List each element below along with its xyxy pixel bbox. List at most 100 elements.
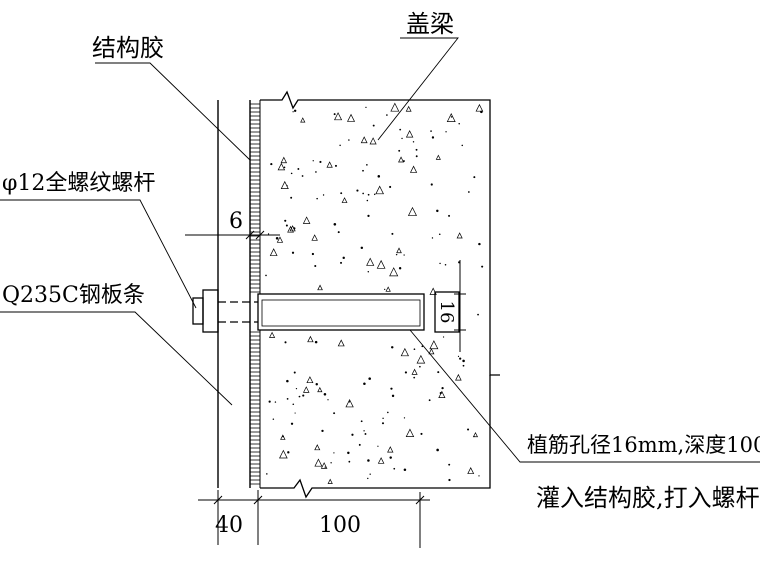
concrete-speckle <box>268 400 271 403</box>
concrete-speckle <box>375 185 384 195</box>
concrete-speckle <box>385 286 391 292</box>
concrete-speckle <box>448 214 451 217</box>
concrete-speckle <box>284 219 287 222</box>
concrete-speckle <box>337 339 345 347</box>
concrete-speckle <box>286 398 289 400</box>
steel-plate-label: Q235C钢板条 <box>2 283 145 308</box>
concrete-speckle <box>405 130 414 138</box>
concrete-speckle <box>391 394 395 398</box>
concrete-speckle <box>462 364 465 367</box>
concrete-speckle <box>268 331 276 338</box>
concrete-speckle <box>363 382 366 386</box>
concrete-speckle <box>396 247 402 254</box>
concrete-speckle <box>391 346 394 349</box>
concrete-speckle <box>369 137 377 145</box>
concrete-speckle <box>420 432 423 435</box>
concrete-speckle <box>377 457 385 464</box>
concrete-speckle <box>413 348 416 351</box>
concrete-speckle <box>404 371 408 374</box>
concrete-speckle <box>439 262 441 265</box>
concrete-speckle <box>348 400 351 403</box>
concrete-speckle <box>292 111 294 113</box>
concrete-speckle <box>312 160 314 162</box>
concrete-speckle <box>441 386 444 390</box>
concrete-speckle <box>462 359 465 363</box>
concrete-speckle <box>347 451 350 455</box>
concrete-speckle <box>348 139 350 141</box>
concrete-speckle <box>266 473 268 475</box>
concrete-speckle <box>333 223 337 226</box>
concrete-speckle <box>436 209 439 213</box>
concrete-speckle <box>287 225 294 233</box>
concrete-speckle <box>419 365 421 368</box>
concrete-speckle <box>279 449 288 459</box>
concrete-speckle <box>405 105 412 112</box>
concrete-speckle <box>405 428 415 437</box>
concrete-speckle <box>457 355 460 357</box>
concrete-speckle <box>314 340 318 344</box>
concrete-speckle <box>395 253 398 256</box>
concrete-speckle <box>389 267 399 277</box>
concrete-speckle <box>347 113 356 122</box>
concrete-speckle <box>286 185 288 187</box>
concrete-speckle <box>285 224 288 227</box>
concrete-speckle <box>320 462 328 469</box>
concrete-speckle <box>367 214 370 217</box>
concrete-speckle <box>333 412 336 415</box>
concrete-speckle <box>431 237 434 239</box>
concrete-speckle <box>314 458 323 467</box>
concrete-speckle <box>348 460 351 463</box>
concrete-speckle <box>287 451 290 454</box>
concrete-speckle <box>302 394 305 397</box>
concrete-speckle <box>293 371 296 374</box>
concrete-speckle <box>362 169 364 172</box>
concrete-speckle <box>272 418 275 420</box>
concrete-speckle <box>322 194 325 196</box>
concrete-speckle <box>311 252 315 256</box>
concrete-speckle <box>317 284 323 291</box>
concrete-speckle <box>430 183 433 186</box>
concrete-speckle <box>363 430 365 432</box>
concrete-speckle <box>456 232 463 239</box>
concrete-speckle <box>435 154 441 160</box>
concrete-speckle <box>265 274 267 277</box>
concrete-speckle <box>365 106 367 109</box>
concrete-speckle <box>367 477 369 480</box>
bolt <box>192 289 258 333</box>
concrete-speckle <box>324 466 326 468</box>
concrete-speckle <box>377 445 379 447</box>
concrete-speckle <box>445 131 447 133</box>
concrete-speckle <box>277 162 286 171</box>
concrete-speckle <box>293 227 296 230</box>
concrete-speckle <box>480 110 483 114</box>
concrete-speckle <box>351 433 354 436</box>
concrete-speckle <box>446 113 456 122</box>
concrete-speckle <box>314 444 321 451</box>
concrete-speckle <box>473 435 475 438</box>
concrete-speckle <box>290 422 294 425</box>
concrete-speckle <box>367 459 370 462</box>
plate-width-value: 40 <box>215 513 243 538</box>
concrete-speckle <box>334 112 343 121</box>
concrete-speckle <box>314 264 317 268</box>
concrete-speckle <box>306 376 314 384</box>
concrete-speckle <box>319 160 322 164</box>
concrete-speckle <box>366 199 369 202</box>
concrete-speckle <box>382 417 384 420</box>
concrete-speckle <box>366 164 368 166</box>
concrete-speckle <box>450 116 453 118</box>
concrete-speckle <box>416 354 426 364</box>
concrete-speckle <box>436 448 439 452</box>
concrete-speckle <box>270 162 273 166</box>
concrete-speckle <box>461 144 464 147</box>
concrete-speckle <box>274 401 277 403</box>
hole-note-line2: 灌入结构胶,打入螺杆 <box>536 484 760 512</box>
concrete-speckle <box>398 149 401 152</box>
concrete-speckle <box>401 137 403 140</box>
concrete-speckle <box>267 233 270 235</box>
concrete-speckle <box>411 368 418 375</box>
concrete-speckle <box>386 114 388 116</box>
concrete-speckle <box>366 257 375 266</box>
concrete-speckle <box>340 192 343 195</box>
concrete-speckle <box>409 165 418 173</box>
